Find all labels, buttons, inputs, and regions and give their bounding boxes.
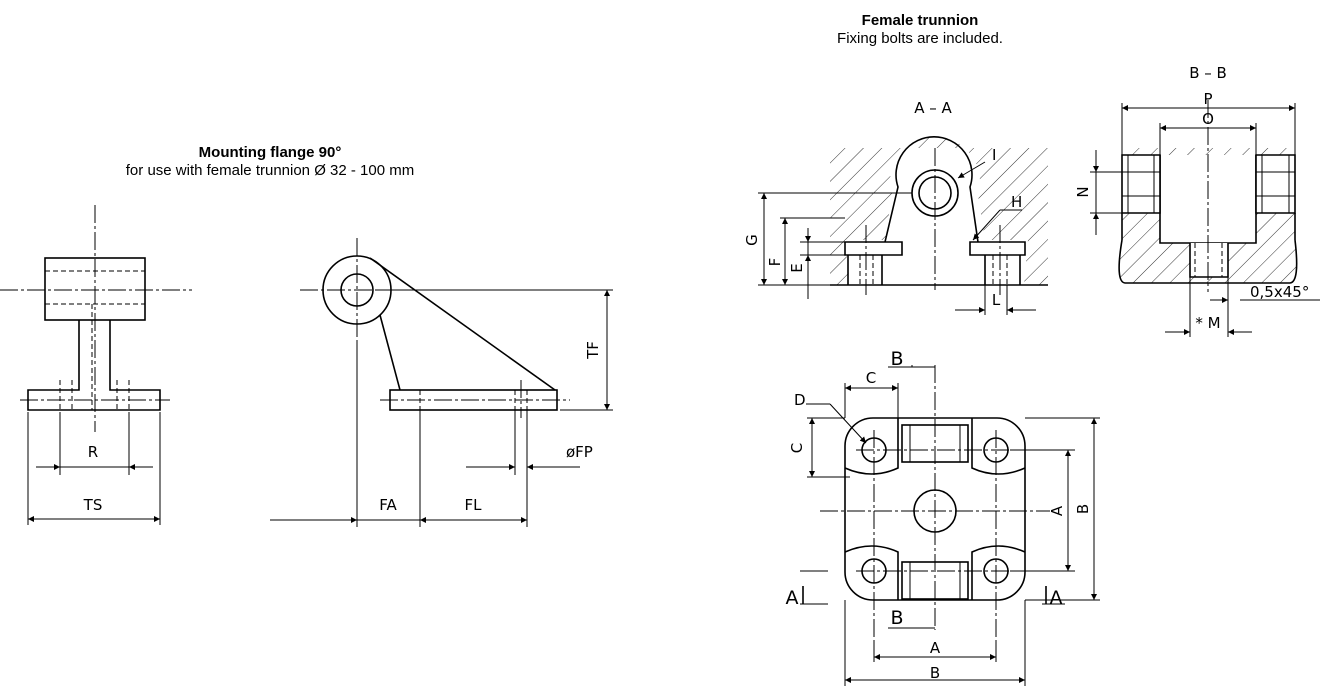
dim-label-i: I (992, 146, 996, 164)
cut-mark-a-left: A (786, 587, 799, 609)
flange-side-view (270, 238, 613, 527)
mounting-flange-heading: Mounting flange 90° for use with female … (40, 144, 500, 180)
cut-mark-a-right: A (1050, 587, 1063, 609)
cut-mark-b-top: B (890, 348, 903, 370)
female-trunnion-subtitle: Fixing bolts are included. (837, 30, 1003, 47)
dim-label-fa: FA (379, 496, 397, 514)
cut-mark-b-bottom: B (890, 607, 903, 629)
trunnion-plan-view (800, 365, 1100, 686)
mounting-flange-subtitle: for use with female trunnion Ø 32 - 100 … (125, 162, 415, 179)
section-bb-view (1090, 100, 1320, 337)
dim-label-l: L (992, 291, 1001, 309)
dim-label-n: N (1074, 186, 1092, 197)
dim-label-tf: TF (584, 341, 602, 360)
dim-label-c-vertical: C (788, 443, 806, 453)
section-bb-label: B – B (1189, 64, 1227, 82)
dim-label-g: G (743, 234, 761, 246)
female-trunnion-title: Female trunnion (861, 12, 979, 29)
section-aa-label: A – A (914, 99, 952, 117)
dim-label-e: E (788, 263, 806, 272)
dim-label-o: O (1202, 110, 1214, 128)
dim-label-chamfer: 0,5x45° (1250, 283, 1309, 301)
dim-label-fl: FL (465, 496, 483, 514)
dim-label-f: F (766, 258, 784, 267)
dim-label-a-vertical: A (1048, 505, 1066, 516)
dim-label-d: D (794, 391, 806, 409)
dim-label-b-horizontal: B (930, 664, 940, 682)
dim-label-c-horizontal: C (866, 369, 876, 387)
dim-label-h: H (1011, 193, 1022, 211)
dim-label-m: * M (1195, 314, 1220, 332)
dim-label-ts: TS (83, 496, 103, 514)
dim-label-r: R (88, 443, 98, 461)
female-trunnion-heading: Female trunnion Fixing bolts are include… (760, 12, 1080, 48)
flange-front-view (0, 205, 192, 525)
dim-label-b-vertical: B (1074, 504, 1092, 514)
dim-label-a-horizontal: A (930, 639, 941, 657)
dim-label-fp: øFP (566, 443, 593, 461)
dim-label-p: P (1203, 90, 1212, 108)
mounting-flange-title: Mounting flange 90° (198, 144, 342, 161)
section-aa-view (758, 136, 1048, 315)
